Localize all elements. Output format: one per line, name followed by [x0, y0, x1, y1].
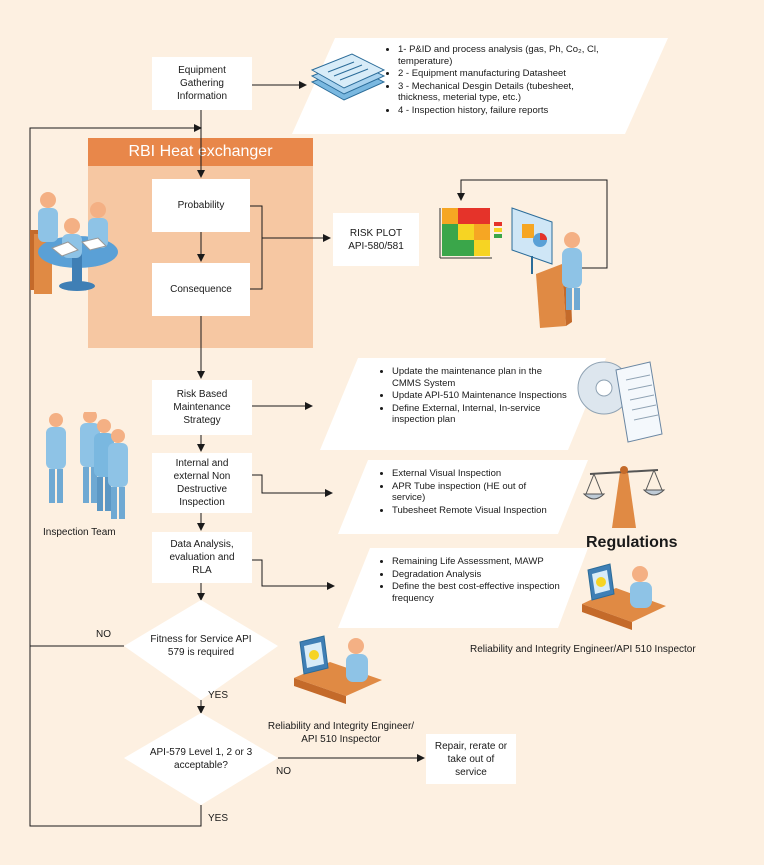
inspection-team-label: Inspection Team: [43, 527, 116, 538]
ffs-diamond: [124, 600, 278, 700]
analysis-item: Remaining Life Assessment, MAWP: [392, 556, 562, 568]
info-list: 1- P&ID and process analysis (gas, Ph, C…: [382, 44, 608, 117]
analysis-item: Degradation Analysis: [392, 569, 562, 581]
inspection-item: Tubesheet Remote Visual Inspection: [392, 505, 562, 517]
info-item: 1- P&ID and process analysis (gas, Ph, C…: [398, 44, 608, 67]
inspection-item: APR Tube inspection (HE out of service): [392, 481, 562, 504]
risk-strategy-box: Risk Based Maintenance Strategy: [152, 380, 252, 435]
strategy-item: Define External, Internal, In-service in…: [392, 403, 572, 426]
documents-icon: [310, 53, 386, 101]
inspection-list: External Visual Inspection APR Tube insp…: [376, 468, 562, 517]
risk-matrix-icon: [439, 208, 502, 259]
strategy-panel: [320, 358, 606, 450]
data-analysis-box: Data Analysis, evaluation and RLA: [152, 532, 252, 583]
strategy-item: Update API-510 Maintenance Inspections: [392, 390, 572, 402]
no-label-api579: NO: [276, 766, 291, 777]
equipment-info-box: Equipment Gathering Information: [152, 57, 252, 110]
analysis-list: Remaining Life Assessment, MAWP Degradat…: [376, 556, 562, 605]
probability-box: Probability: [152, 179, 250, 232]
engineer-center-label: Reliability and Integrity Engineer/ API …: [267, 721, 415, 745]
no-label-ffs: NO: [96, 629, 111, 640]
analysis-panel: [338, 548, 588, 628]
scales-icon: [582, 466, 666, 528]
api579-diamond: [124, 713, 278, 805]
engineer-right-label: Reliability and Integrity Engineer/API 5…: [470, 644, 696, 655]
engineer-desk-icon-right: [582, 563, 666, 630]
info-item: 2 - Equipment manufacturing Datasheet: [398, 68, 608, 80]
yes-label-api579: YES: [208, 813, 229, 824]
ndi-box: Internal and external Non Destructive In…: [152, 453, 252, 513]
presenter-icon: [511, 207, 582, 328]
yes-label-ffs: YES: [208, 690, 229, 701]
api579-text: API-579 Level 1, 2 or 3 acceptable?: [149, 747, 253, 771]
info-item: 4 - Inspection history, failure reports: [398, 105, 608, 117]
strategy-item: Update the maintenance plan in the CMMS …: [392, 366, 572, 389]
analysis-item: Define the best cost-effective inspectio…: [392, 581, 562, 604]
cd-document-icon: [577, 361, 663, 443]
info-panel: [292, 38, 668, 134]
meeting-team-icon: [30, 192, 118, 294]
risk-plot-box: RISK PLOT API-580/581: [333, 213, 419, 266]
consequence-box: Consequence: [152, 263, 250, 316]
ffs-text: Fitness for Service API 579 is required: [150, 634, 252, 658]
repair-box: Repair, rerate or take out of service: [426, 734, 516, 784]
info-item: 3 - Mechanical Desgin Details (tubesheet…: [398, 81, 608, 104]
strategy-list: Update the maintenance plan in the CMMS …: [376, 366, 572, 427]
inspection-team-icon: [46, 412, 128, 519]
engineer-desk-icon-center: [294, 635, 382, 704]
inspection-item: External Visual Inspection: [392, 468, 562, 480]
inspection-panel: [338, 460, 588, 534]
regulations-label: Regulations: [586, 534, 678, 551]
